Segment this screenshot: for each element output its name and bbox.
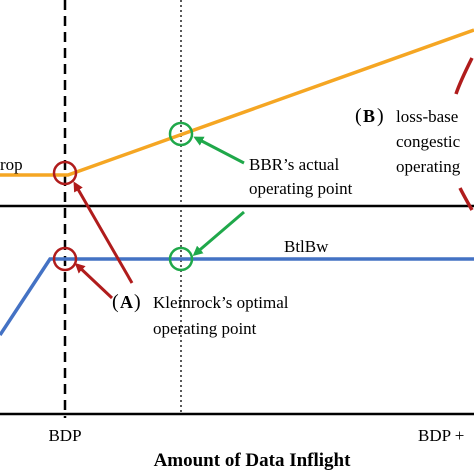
label-a-letter: A [120,292,133,312]
bbr-point-rtt-marker [168,121,194,147]
kleinrock-point-btlbw-marker [52,246,78,272]
label-b-letter: B [363,106,375,126]
label-b-open-paren: ( [355,105,362,127]
bbr-point-btlbw-marker [168,246,194,272]
label-b-close-paren: ) [377,105,384,127]
loss-based-label-line3: operating [396,157,461,176]
x-tick-bdp: BDP [48,426,81,445]
bbr-actual-label-line2: operating point [249,179,353,198]
rtt-curve [0,28,474,177]
loss-based-label-line2: congestic [396,132,461,151]
bbr-rtt-arrow [193,136,245,165]
loss-based-arrow-upper [454,57,474,95]
btlbw-label: BtlBw [284,237,329,256]
x-tick-bdp-plus: BDP + [418,426,464,445]
loss-based-label-line1: loss-base [396,107,458,126]
bbr-btlbw-arrow [192,210,245,256]
label-a-open-paren: ( [112,291,119,313]
rtprop-label: rop [0,155,23,174]
delivery-rate-curve [0,257,474,336]
label-a-close-paren: ) [134,291,141,313]
kleinrock-label-line1: Kleinrock’s optimal [153,293,289,312]
kleinrock-rtt-arrow [73,181,134,284]
loss-based-arrow-lower [458,187,474,211]
kleinrock-point-rtt-marker [52,160,78,186]
kleinrock-label-line2: operating point [153,319,257,338]
x-axis-title: Amount of Data Inflight [154,450,352,471]
bbr-actual-label-line1: BBR’s actual [249,155,339,174]
kleinrock-btlbw-arrow [74,262,114,300]
